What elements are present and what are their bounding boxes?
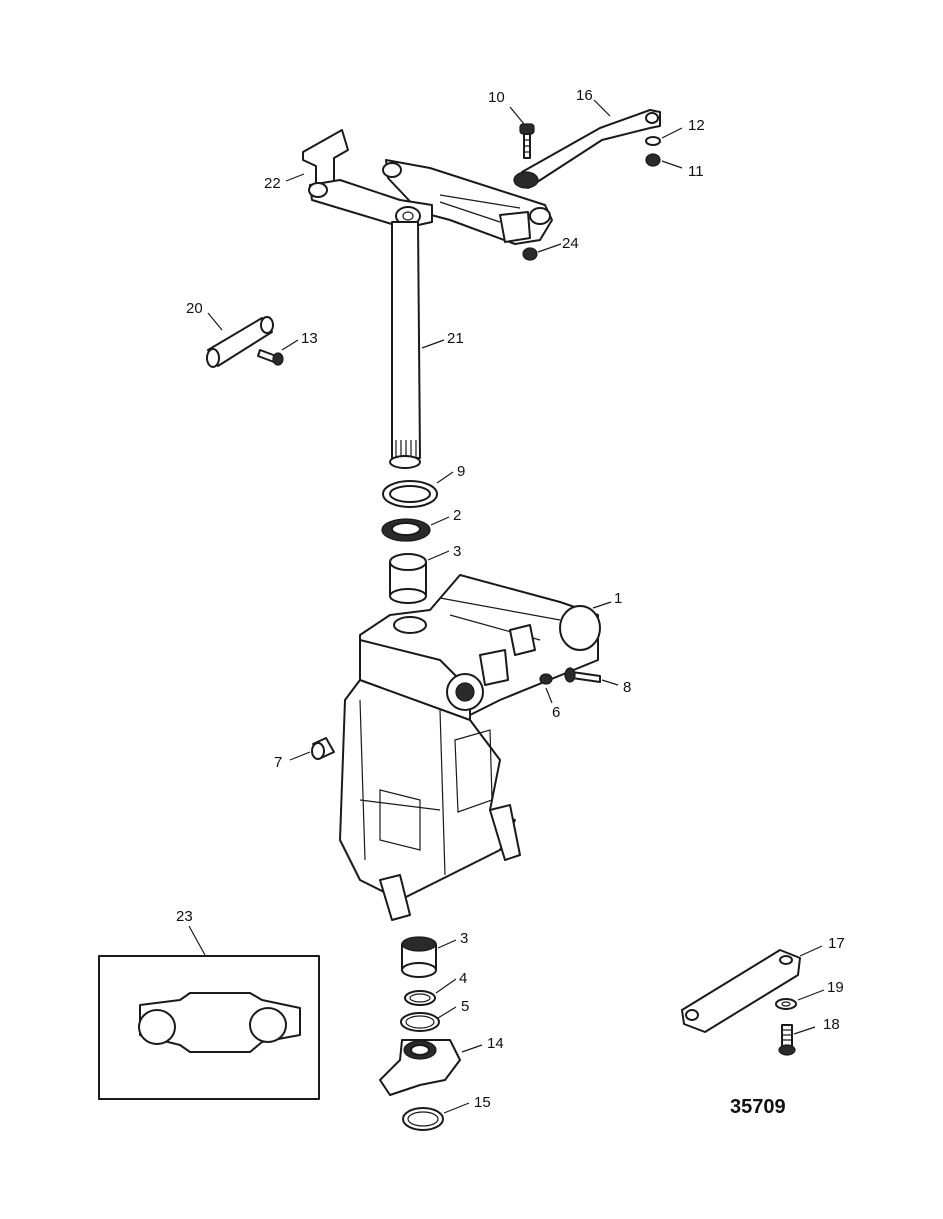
callout-23: 23 <box>176 908 193 925</box>
figure-number: 35709 <box>730 1096 786 1118</box>
callout-16: 16 <box>576 87 593 104</box>
part-4-ring <box>404 990 436 1006</box>
part-15-snap-ring <box>402 1107 444 1131</box>
steering-arm-assembly <box>308 159 553 245</box>
callout-3-lower: 3 <box>460 930 468 947</box>
callout-1: 1 <box>614 590 622 607</box>
callout-20: 20 <box>186 300 203 317</box>
leader-lines <box>188 99 825 1114</box>
part-14-bearing-housing <box>379 1039 461 1096</box>
callout-15: 15 <box>474 1094 491 1111</box>
part-13-screw <box>257 349 284 366</box>
callout-14: 14 <box>487 1035 504 1052</box>
callout-5: 5 <box>461 998 469 1015</box>
callout-11: 11 <box>688 163 704 180</box>
callout-9: 9 <box>457 463 465 480</box>
part-3-bushing-upper <box>389 553 427 604</box>
part-3-bushing-lower <box>401 936 437 978</box>
part-19-washer <box>775 998 797 1010</box>
callout-21: 21 <box>447 330 464 347</box>
callout-17: 17 <box>828 935 845 952</box>
callout-18: 18 <box>823 1016 840 1033</box>
part-1-swivel-bracket <box>339 574 601 921</box>
part-6-nut <box>539 673 553 685</box>
callout-4: 4 <box>459 970 467 987</box>
part-8-bolt <box>564 667 601 683</box>
callout-19: 19 <box>827 979 844 996</box>
callout-13: 13 <box>301 330 318 347</box>
part-17-block <box>681 949 801 1033</box>
callout-22: 22 <box>264 175 281 192</box>
callout-6: 6 <box>552 704 560 721</box>
callout-7: 7 <box>274 754 282 771</box>
part-9-washer <box>382 480 438 508</box>
part-12-washer <box>645 136 661 146</box>
part-5-ring <box>400 1012 440 1032</box>
part-10-bolt <box>519 123 535 159</box>
callout-3-upper: 3 <box>453 543 461 560</box>
callout-8: 8 <box>623 679 631 696</box>
part-16-steering-link <box>513 109 661 189</box>
part-24-nut <box>522 247 538 261</box>
part-11-nut <box>645 153 661 167</box>
callout-labels: 22 10 16 12 11 24 20 13 21 9 2 3 1 8 6 7… <box>176 87 845 1111</box>
part-2-seal <box>381 518 431 542</box>
part-23-gasket-inset <box>98 955 320 1100</box>
callout-2: 2 <box>453 507 461 524</box>
callout-24: 24 <box>562 235 579 252</box>
part-7-bushing <box>311 737 335 760</box>
callout-10: 10 <box>488 89 505 106</box>
part-21-steering-shaft <box>389 221 421 469</box>
part-18-bolt <box>778 1024 796 1056</box>
callout-12: 12 <box>688 117 705 134</box>
part-20-pin <box>206 316 274 368</box>
